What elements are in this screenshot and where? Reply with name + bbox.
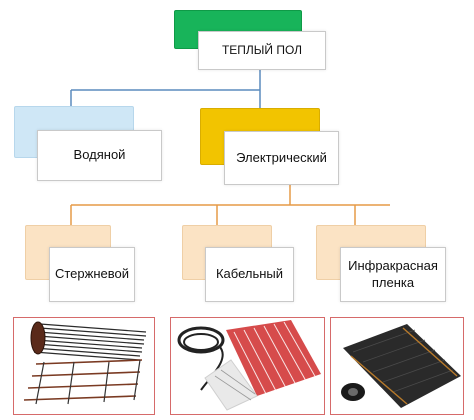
infrared-film-node: Инфракрасная пленка <box>340 247 446 302</box>
electric-heating-node: Электрический <box>224 131 339 185</box>
cable-heating-mat-image <box>177 320 321 411</box>
rod-mat-photo-frame <box>13 317 155 415</box>
root-node-label: ТЕПЛЫЙ ПОЛ <box>221 43 303 57</box>
root-node: ТЕПЛЫЙ ПОЛ <box>198 31 326 70</box>
infrared-film-label: Инфракрасная пленка <box>348 258 438 290</box>
cable-heating-label: Кабельный <box>215 266 284 282</box>
cable-mat-photo-frame <box>170 317 325 415</box>
rod-heating-label: Стержневой <box>54 266 129 282</box>
cable-heating-node: Кабельный <box>205 247 294 302</box>
water-heating-node: Водяной <box>37 130 162 181</box>
rod-heating-node: Стержневой <box>49 247 135 302</box>
electric-heating-label: Электрический <box>236 149 327 165</box>
film-roll-photo-frame <box>330 317 464 415</box>
rod-heating-mat-image <box>23 321 147 405</box>
water-heating-label: Водяной <box>73 147 126 163</box>
infrared-film-roll-image <box>341 324 461 408</box>
